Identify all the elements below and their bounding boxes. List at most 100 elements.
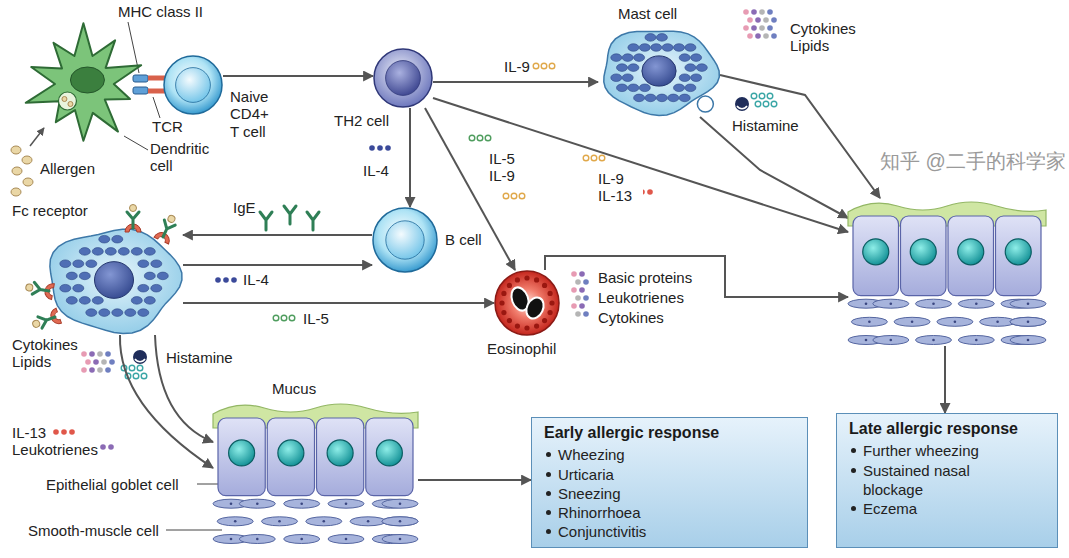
mediator-dot bbox=[97, 367, 103, 373]
antibody bbox=[284, 206, 296, 224]
connector-arrow bbox=[183, 234, 372, 236]
mediator-dot bbox=[747, 33, 753, 39]
granule bbox=[79, 297, 90, 305]
bullet-text: Further wheezing bbox=[863, 441, 979, 460]
smooth-muscle-cell bbox=[239, 499, 275, 508]
granule bbox=[99, 309, 110, 317]
mediator-dot bbox=[89, 367, 95, 373]
mediator-dot bbox=[771, 33, 777, 39]
cell-node: Dendritic cell bbox=[22, 18, 150, 150]
mediator-dot bbox=[53, 429, 59, 435]
muscle-nucleus bbox=[399, 520, 402, 523]
signal-label: IgE bbox=[232, 199, 257, 216]
mediator-dot bbox=[215, 277, 221, 283]
goblet-cell bbox=[267, 418, 314, 496]
nucleus bbox=[176, 68, 211, 103]
connector-arrow bbox=[944, 346, 946, 413]
muscle-nucleus bbox=[975, 302, 978, 305]
mediator-dot bbox=[759, 25, 765, 31]
smooth-muscle-cell bbox=[382, 517, 418, 526]
muscle-nucleus bbox=[230, 502, 233, 505]
cell-node: TH2 cell bbox=[373, 48, 433, 108]
connector-arrow bbox=[545, 256, 848, 297]
mediator-dot bbox=[763, 33, 769, 39]
bullet-dot bbox=[851, 506, 856, 511]
cell-label: TH2 cell bbox=[334, 112, 398, 129]
granule bbox=[634, 54, 645, 62]
granule bbox=[92, 248, 103, 256]
annotation-label: Cytokines Lipids bbox=[790, 20, 868, 55]
cell-node: Naive CD4+ T cell bbox=[163, 55, 223, 115]
leader-line bbox=[153, 97, 160, 118]
annotation-label: Allergen bbox=[40, 160, 95, 177]
muscle-nucleus bbox=[890, 302, 893, 305]
granule bbox=[144, 248, 155, 256]
cell-label: Smooth-muscle cell bbox=[28, 522, 188, 539]
mediator-dot bbox=[93, 359, 99, 365]
muscle-nucleus bbox=[345, 502, 348, 505]
granule bbox=[622, 54, 633, 62]
mediator-dot bbox=[231, 277, 237, 283]
granule bbox=[656, 34, 667, 42]
granule bbox=[157, 272, 168, 280]
mediator-dot bbox=[89, 351, 95, 357]
mediator-dot bbox=[755, 33, 761, 39]
mediator-dot bbox=[385, 145, 391, 151]
muscle-nucleus bbox=[868, 321, 871, 324]
smooth-muscle-cell bbox=[1010, 299, 1046, 308]
granule bbox=[66, 272, 77, 280]
granule bbox=[628, 44, 639, 52]
cell-illustration bbox=[45, 225, 183, 335]
annotation-label: Histamine bbox=[732, 117, 799, 134]
connector-arrow bbox=[223, 75, 373, 77]
granule bbox=[735, 97, 749, 111]
mediator-dot bbox=[755, 101, 761, 107]
smooth-muscle-cell bbox=[262, 517, 298, 526]
granule bbox=[691, 74, 702, 82]
cell-nucleus bbox=[958, 239, 984, 265]
mediator-dot bbox=[137, 365, 143, 371]
granule bbox=[617, 64, 628, 72]
mediator-dot bbox=[377, 145, 383, 151]
mediator-dot bbox=[647, 189, 653, 195]
granule bbox=[499, 300, 504, 305]
cell-nucleus bbox=[229, 440, 255, 466]
granule bbox=[674, 84, 685, 92]
bound-ige bbox=[32, 282, 50, 297]
granule bbox=[679, 74, 690, 82]
mediator-dot bbox=[549, 63, 555, 69]
annotation-label: TCR bbox=[152, 118, 183, 135]
annotation-label: MHC class II bbox=[118, 3, 203, 20]
mediator-dot bbox=[747, 17, 753, 23]
goblet-cell bbox=[218, 418, 265, 496]
granule bbox=[674, 44, 685, 52]
granule bbox=[60, 260, 71, 268]
granule bbox=[524, 275, 529, 280]
signal-label: IL-5 IL-9 bbox=[488, 150, 530, 185]
bullet-dot bbox=[546, 472, 551, 477]
allergen bbox=[32, 319, 41, 328]
mediator-dot bbox=[771, 17, 777, 23]
granule bbox=[99, 235, 110, 243]
smooth-muscle-cell bbox=[217, 517, 253, 526]
granule bbox=[92, 297, 103, 305]
granule bbox=[138, 260, 149, 268]
muscle-nucleus bbox=[399, 538, 402, 541]
ige-antibodies bbox=[260, 206, 319, 230]
granule bbox=[611, 54, 622, 62]
mediator-dot bbox=[141, 373, 147, 379]
granule bbox=[73, 284, 84, 292]
mediator-dot bbox=[541, 63, 547, 69]
granule bbox=[515, 277, 520, 282]
bullet-text: Rhinorrhoea bbox=[558, 503, 641, 522]
mediator-dot bbox=[85, 359, 91, 365]
mediator-dot bbox=[129, 365, 135, 371]
mediator-dot bbox=[579, 271, 585, 277]
granule bbox=[639, 44, 650, 52]
bullet-dot bbox=[546, 491, 551, 496]
cell-illustration bbox=[494, 270, 560, 336]
annotation-label: Cytokines bbox=[598, 309, 664, 326]
granule bbox=[131, 297, 142, 305]
cell-label: Epithelial goblet cell bbox=[46, 476, 206, 493]
mediator-dot bbox=[583, 311, 589, 317]
